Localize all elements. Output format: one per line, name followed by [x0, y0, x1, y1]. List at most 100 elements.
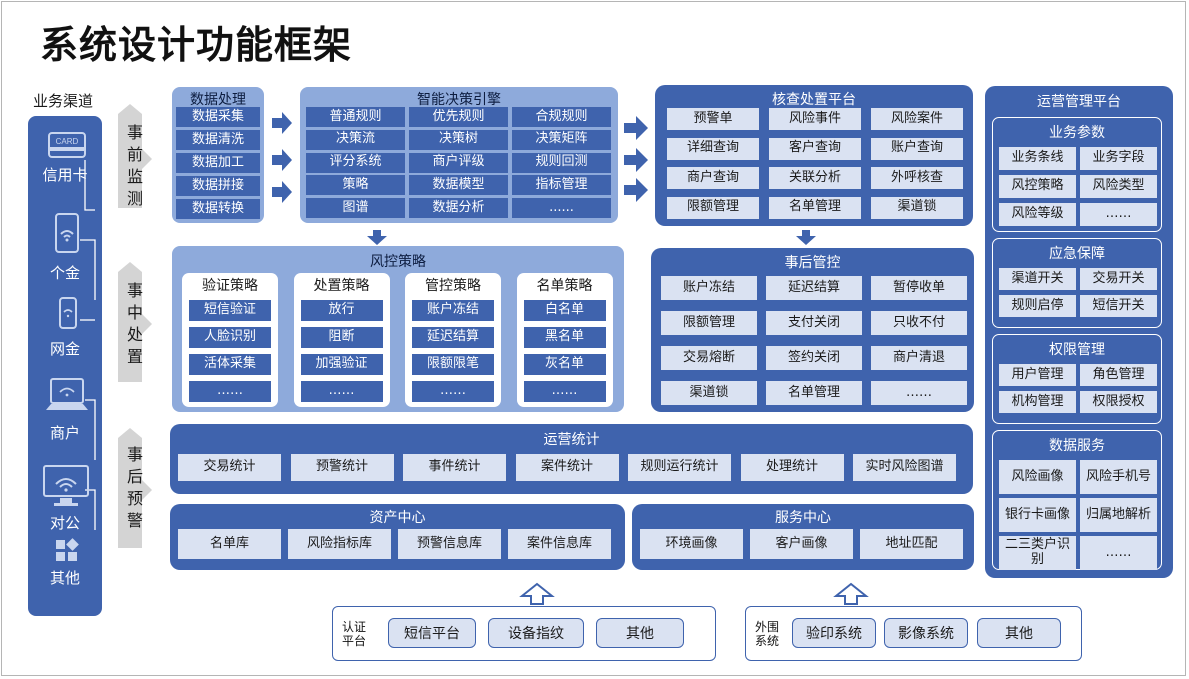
channel-other: 其他	[49, 569, 80, 587]
vp-item: 外呼核查	[871, 167, 963, 189]
vp-item: 限额管理	[667, 196, 759, 219]
ops-item: 风险画像	[999, 460, 1076, 494]
ops-item: 规则启停	[999, 295, 1076, 317]
sms-platform-pill: 短信平台	[388, 618, 476, 648]
vp-item: 预警单	[667, 108, 759, 130]
dp-item: 数据清洗	[176, 130, 260, 150]
vp-item: 风险案件	[871, 108, 963, 130]
channel-credit-card: 信用卡	[42, 166, 88, 184]
vp-item: 渠道锁	[871, 196, 963, 219]
channel-online-finance: 网金	[49, 340, 80, 358]
de-item: 优先规则	[409, 107, 508, 127]
decision-engine-title: 智能决策引擎	[417, 92, 501, 108]
pc-item: 暂停收单	[871, 276, 967, 300]
dp-item: 数据加工	[176, 153, 260, 173]
image-system-pill: 影像系统	[884, 618, 968, 648]
pc-item: 签约关闭	[766, 346, 862, 370]
pc-item: 延迟结算	[766, 276, 862, 300]
ops-item: 归属地解析	[1080, 498, 1157, 532]
os-item: 事件统计	[403, 454, 506, 481]
ops-item: 业务字段	[1080, 147, 1157, 170]
strategy-item: 延迟结算	[412, 327, 494, 348]
de-item: 决策流	[306, 129, 405, 150]
ops-section-title: 权限管理	[1049, 342, 1105, 358]
device-fingerprint-pill: 设备指纹	[488, 618, 584, 648]
strategy-group-title: 名单策略	[536, 277, 593, 294]
stage-char: 事	[126, 445, 143, 464]
sc-item: 环境画像	[640, 529, 743, 559]
strategy-item: 灰名单	[523, 354, 606, 375]
arrow-down-icon	[367, 230, 387, 245]
ops-item: 风险类型	[1080, 175, 1157, 198]
monitor-icon	[42, 464, 90, 512]
strategy-item: 人脸识别	[189, 327, 271, 348]
strategy-item: 黑名单	[523, 327, 606, 348]
ops-stats-title: 运营统计	[543, 432, 600, 448]
ops-item: 权限授权	[1080, 391, 1157, 413]
de-item: 策略	[306, 175, 405, 196]
stage-post-warning: 事 后 预 警	[118, 428, 152, 548]
pc-item: 名单管理	[766, 381, 862, 405]
ops-item: 角色管理	[1080, 364, 1157, 386]
ops-item: ……	[1080, 536, 1157, 570]
strategy-item: 阻断	[300, 327, 383, 348]
ops-item: 渠道开关	[999, 268, 1076, 290]
vp-item: 客户查询	[769, 137, 861, 160]
stage-char: 前	[126, 145, 143, 164]
verification-platform-title: 核查处置平台	[772, 92, 856, 108]
dp-item: 数据采集	[176, 107, 260, 127]
strategy-group-title: 处置策略	[313, 277, 370, 294]
pc-item: 渠道锁	[661, 381, 757, 405]
stage-char: 测	[126, 189, 143, 208]
ops-item: 业务条线	[999, 147, 1076, 170]
arrow-right-icon	[624, 148, 648, 172]
ac-item: 名单库	[178, 529, 281, 559]
ops-item: 机构管理	[999, 391, 1076, 413]
ops-section-title: 业务参数	[1049, 125, 1105, 141]
channels-panel	[28, 116, 102, 616]
os-item: 规则运行统计	[628, 454, 731, 481]
risk-strategy-title: 风控策略	[370, 254, 426, 270]
arrow-right-icon	[272, 149, 292, 171]
vp-item: 关联分析	[769, 167, 861, 189]
vp-item: 账户查询	[871, 137, 963, 160]
stage-char: 警	[126, 511, 143, 530]
strategy-item: ……	[300, 381, 383, 402]
stage-char: 事	[126, 123, 143, 142]
ac-item: 案件信息库	[508, 529, 611, 559]
de-item: 指标管理	[512, 175, 611, 196]
strategy-item: ……	[412, 381, 494, 402]
credit-card-icon: CARD	[48, 132, 86, 164]
mobile-wifi-icon	[52, 212, 82, 260]
pc-item: 商户清退	[871, 346, 967, 370]
apps-grid-icon	[54, 538, 80, 568]
vp-item: 详细查询	[667, 137, 759, 160]
pc-item: ……	[871, 381, 967, 405]
ac-item: 风险指标库	[288, 529, 391, 559]
data-processing-panel: 数据处理 数据采集 数据清洗 数据加工 数据拼接 数据转换	[172, 87, 264, 223]
ops-item: 风险等级	[999, 203, 1076, 226]
os-item: 处理统计	[740, 454, 844, 481]
ops-platform-title: 运营管理平台	[1037, 94, 1121, 110]
arrow-up-outline-icon	[833, 582, 869, 605]
de-item: 规则回测	[512, 152, 611, 173]
stage-char: 置	[126, 347, 143, 366]
auth-other-pill: 其他	[596, 618, 684, 648]
vp-item: 风险事件	[769, 108, 861, 130]
vp-item: 名单管理	[769, 196, 861, 219]
page-title: 系统设计功能框架	[40, 23, 353, 67]
external-other-pill: 其他	[977, 618, 1061, 648]
pc-item: 支付关闭	[766, 311, 862, 335]
ops-item: 风控策略	[999, 175, 1076, 198]
channel-merchant: 商户	[49, 424, 80, 442]
arrow-right-icon	[624, 116, 648, 140]
arrow-right-icon	[272, 112, 292, 134]
channels-heading: 业务渠道	[33, 92, 94, 110]
strategy-item: 账户冻结	[412, 300, 494, 321]
sc-item: 地址匹配	[860, 529, 963, 559]
ops-item: ……	[1080, 203, 1157, 226]
strategy-item: 白名单	[523, 300, 606, 321]
arrow-right-icon	[624, 178, 648, 202]
strategy-item: ……	[523, 381, 606, 402]
